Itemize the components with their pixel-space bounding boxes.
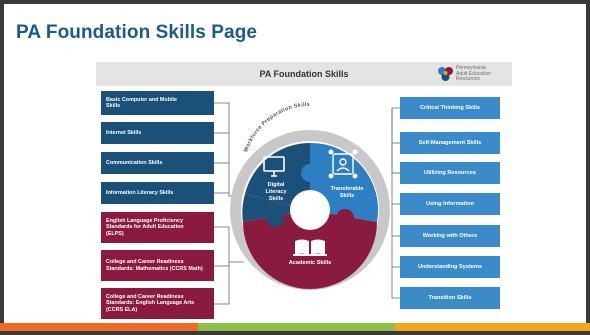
- puzzle-knob: [336, 209, 354, 227]
- right-item-label: Working with Others: [422, 232, 478, 239]
- logo-text-line: Adult Education: [456, 70, 492, 77]
- bar-segment-green: [198, 323, 395, 331]
- left-item-ccrs-math: College and Career Readiness Standards: …: [101, 250, 214, 281]
- academic-label: Academic Skills: [288, 260, 332, 266]
- left-item-label: Information Literacy Skills: [106, 189, 174, 196]
- left-item-basic-computer: Basic Computer and Mobile Skills: [101, 91, 214, 115]
- academic-wedge: [243, 210, 377, 289]
- left-item-internet: Internet Skills: [101, 122, 214, 144]
- right-item-label: Using Information: [426, 200, 474, 207]
- right-item-label: Understanding Systems: [417, 263, 483, 270]
- left-item-label: Internet Skills: [106, 129, 142, 136]
- bottom-color-bar: [0, 323, 590, 331]
- digital-literacy-wedge: [245, 143, 310, 210]
- transferable-label-line: Skills: [339, 193, 355, 199]
- left-item-label: Basic Computer and Mobile Skills: [106, 96, 177, 109]
- transferable-label-line: Transferable: [330, 186, 364, 192]
- right-item-label: Self-Management Skills: [418, 139, 482, 146]
- digital-label-line: Digital: [267, 182, 285, 188]
- left-item-communication: Communication Skills: [101, 152, 214, 174]
- puzzle-knob: [266, 209, 284, 227]
- computer-monitor-icon: [263, 156, 285, 177]
- pa-adult-education-logo: Pennsylvania Adult Education Resources: [436, 65, 512, 83]
- digital-label-line: Literacy: [265, 189, 287, 195]
- center-hole: [290, 190, 330, 230]
- transferable-label: Transferable Skills: [322, 186, 372, 200]
- people-network-icon: [328, 149, 358, 179]
- left-item-information-literacy: Information Literacy Skills: [101, 182, 214, 204]
- right-item-transition-skills: Transition Skills: [400, 287, 500, 309]
- right-item-label: Transition Skills: [428, 294, 472, 301]
- right-item-label: Utilizing Resources: [424, 169, 476, 176]
- right-item-label: Critical Thinking Skills: [420, 104, 480, 111]
- left-item-label: English Language Proficiency Standards f…: [106, 218, 184, 237]
- logo-text-line: Pennsylvania: [456, 65, 486, 71]
- right-item-understanding-systems: Understanding Systems: [400, 256, 500, 278]
- puzzle-knob: [301, 164, 319, 182]
- right-item-utilizing-resources: Utilizing Resources: [400, 162, 500, 184]
- digital-literacy-label: Digital Literacy Skills: [254, 182, 298, 203]
- right-connector: [391, 107, 406, 299]
- open-book-icon: [293, 239, 327, 256]
- digital-literacy-wedge-fill: [242, 194, 310, 222]
- page-title: PA Foundation Skills Page: [16, 22, 258, 43]
- left-item-ccrs-ela: College and Career Readiness Standards: …: [101, 288, 214, 319]
- left-item-elps: English Language Proficiency Standards f…: [101, 212, 214, 243]
- bar-segment-orange: [0, 323, 198, 331]
- right-item-self-management: Self-Management Skills: [400, 132, 500, 154]
- puzzle-pieces-logo-icon: [438, 67, 453, 81]
- foundation-skills-infographic: PA Foundation Skills Pennsylvania Adult …: [96, 62, 512, 319]
- skills-diagram: Workforce Preparation Skills: [214, 102, 406, 305]
- left-item-label: College and Career Readiness Standards: …: [106, 259, 203, 272]
- left-item-label: Communication Skills: [106, 159, 163, 166]
- digital-label-line: Skills: [268, 196, 284, 202]
- right-item-critical-thinking: Critical Thinking Skills: [400, 97, 500, 119]
- right-item-working-with-others: Working with Others: [400, 225, 500, 247]
- bar-segment-yellow: [395, 323, 590, 331]
- logo-text-line: Resources: [456, 76, 480, 83]
- right-item-using-information: Using Information: [400, 193, 500, 215]
- slide: PA Foundation Skills Page PA Foundation …: [4, 4, 586, 327]
- left-item-label: College and Career Readiness Standards: …: [106, 294, 195, 313]
- infographic-title: PA Foundation Skills: [259, 69, 349, 79]
- left-maroon-connector: [214, 226, 244, 305]
